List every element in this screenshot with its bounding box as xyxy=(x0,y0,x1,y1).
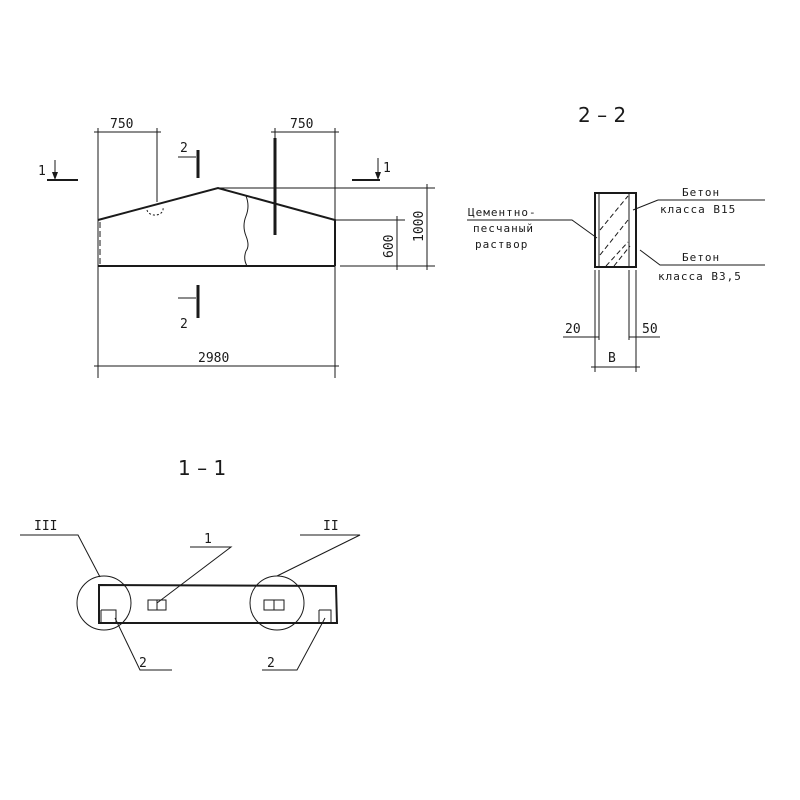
concrete-b35-line1: Бетон xyxy=(682,251,720,264)
dim-mortar-20: 20 xyxy=(565,322,581,337)
detail-circle-ii xyxy=(249,575,305,631)
dim-left-750: 750 xyxy=(110,117,133,132)
panel-outline xyxy=(97,186,336,267)
dim-total-2980: 2980 xyxy=(198,351,229,366)
dim-layer-50: 50 xyxy=(642,322,658,337)
section-2-2-title: 2 – 2 xyxy=(578,103,626,127)
concrete-b15-line2: класса В15 xyxy=(660,203,736,216)
callout-2-left: 2 xyxy=(139,656,147,671)
section-mark-2-top: 2 xyxy=(180,141,188,156)
dim-right-750: 750 xyxy=(290,117,313,132)
elevation-view: 750 750 2980 1000 600 2 2 1 1 xyxy=(38,117,435,378)
lifting-loop xyxy=(146,207,164,216)
concrete-b35-line2: класса В3,5 xyxy=(658,270,742,283)
mortar-label-line3: раствор xyxy=(475,238,528,251)
mortar-label-line1: Цементно- xyxy=(468,206,537,219)
concrete-b15-line1: Бетон xyxy=(682,186,720,199)
dim-height-600: 600 xyxy=(382,235,397,258)
dim-width-b: В xyxy=(608,351,616,366)
section-mark-1-left: 1 xyxy=(38,164,46,179)
callout-2-right: 2 xyxy=(267,656,275,671)
mortar-label-line2: песчаный xyxy=(473,222,534,235)
callout-ii: II xyxy=(323,519,339,534)
dim-height-1000: 1000 xyxy=(412,211,427,242)
callout-1: 1 xyxy=(204,532,212,547)
break-line xyxy=(243,195,249,267)
section-mark-2-bottom: 2 xyxy=(180,317,188,332)
section-mark-1-right: 1 xyxy=(383,161,391,176)
section-1-1-title: 1 – 1 xyxy=(178,456,226,480)
section-2-2: 2 – 2 Цементно- песчаный раствор Бетон к… xyxy=(467,103,765,372)
section-1-1: 1 – 1 III II 1 2 2 xyxy=(20,456,361,671)
callout-iii: III xyxy=(34,519,57,534)
detail-circle-iii xyxy=(76,575,132,631)
